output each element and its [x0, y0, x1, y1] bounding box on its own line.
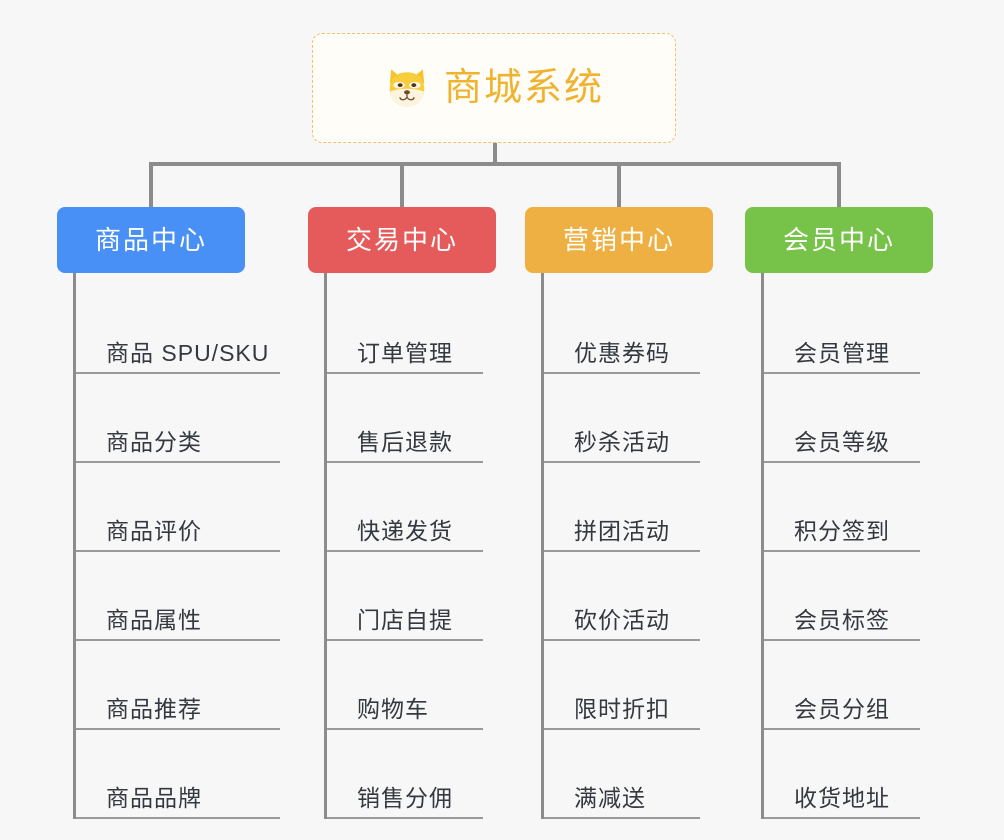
leaf-item[interactable]: 快递发货	[327, 463, 483, 552]
leaf-label: 商品推荐	[106, 696, 202, 722]
leaf-label: 满减送	[574, 785, 646, 811]
branch-marketing-center: 营销中心 优惠券码 秒杀活动 拼团活动 砍价活动 限时折扣 满减送	[525, 207, 713, 819]
leaf-label: 售后退款	[357, 429, 453, 455]
leaf-label: 会员分组	[794, 696, 890, 722]
leaf-item[interactable]: 会员标签	[764, 552, 920, 641]
leaf-item[interactable]: 商品评价	[76, 463, 280, 552]
leaf-item[interactable]: 购物车	[327, 641, 483, 730]
leaf-item[interactable]: 砍价活动	[544, 552, 700, 641]
leaf-label: 商品评价	[106, 518, 202, 544]
branch-product-center: 商品中心 商品 SPU/SKU 商品分类 商品评价 商品属性 商品推荐 商品品牌	[57, 207, 280, 819]
leaf-label: 商品 SPU/SKU	[106, 340, 270, 366]
leaf-label: 会员标签	[794, 607, 890, 633]
leaf-item[interactable]: 门店自提	[327, 552, 483, 641]
connector-drop-product-center	[149, 162, 153, 208]
leaf-label: 购物车	[357, 696, 429, 722]
branch-member-center: 会员中心 会员管理 会员等级 积分签到 会员标签 会员分组 收货地址	[745, 207, 933, 819]
leaf-label: 拼团活动	[574, 518, 670, 544]
category-label: 交易中心	[345, 225, 458, 255]
leaf-item[interactable]: 商品分类	[76, 374, 280, 463]
connector-root-stem	[493, 143, 497, 165]
leaf-list-marketing-center: 优惠券码 秒杀活动 拼团活动 砍价活动 限时折扣 满减送	[541, 273, 713, 819]
leaf-label: 商品属性	[106, 607, 202, 633]
leaf-label: 砍价活动	[574, 607, 670, 633]
category-header-product-center[interactable]: 商品中心	[57, 207, 245, 273]
leaf-label: 订单管理	[357, 340, 453, 366]
leaf-label: 销售分佣	[357, 785, 453, 811]
leaf-label: 优惠券码	[574, 340, 670, 366]
leaf-item[interactable]: 秒杀活动	[544, 374, 700, 463]
leaf-item[interactable]: 会员管理	[764, 285, 920, 374]
leaf-item[interactable]: 拼团活动	[544, 463, 700, 552]
connector-drop-member-center	[837, 162, 841, 208]
leaf-item[interactable]: 满减送	[544, 730, 700, 819]
leaf-label: 限时折扣	[574, 696, 670, 722]
category-label: 商品中心	[94, 225, 207, 255]
connector-drop-marketing-center	[617, 162, 621, 208]
category-label: 营销中心	[562, 225, 675, 255]
leaf-item[interactable]: 商品品牌	[76, 730, 280, 819]
leaf-label: 商品分类	[106, 429, 202, 455]
leaf-label: 门店自提	[357, 607, 453, 633]
shiba-dog-face-icon	[389, 69, 425, 107]
leaf-label: 会员管理	[794, 340, 890, 366]
leaf-list-trade-center: 订单管理 售后退款 快递发货 门店自提 购物车 销售分佣	[324, 273, 496, 819]
leaf-item[interactable]: 订单管理	[327, 285, 483, 374]
leaf-label: 快递发货	[357, 518, 453, 544]
root-node[interactable]: 商城系统	[312, 33, 676, 143]
connector-horizontal-bus	[149, 162, 841, 166]
category-label: 会员中心	[782, 225, 895, 255]
category-header-member-center[interactable]: 会员中心	[745, 207, 933, 273]
leaf-label: 积分签到	[794, 518, 890, 544]
leaf-list-member-center: 会员管理 会员等级 积分签到 会员标签 会员分组 收货地址	[761, 273, 933, 819]
leaf-item[interactable]: 商品推荐	[76, 641, 280, 730]
leaf-item[interactable]: 商品 SPU/SKU	[76, 285, 280, 374]
leaf-item[interactable]: 积分签到	[764, 463, 920, 552]
category-header-trade-center[interactable]: 交易中心	[308, 207, 496, 273]
branch-trade-center: 交易中心 订单管理 售后退款 快递发货 门店自提 购物车 销售分佣	[308, 207, 496, 819]
leaf-item[interactable]: 会员分组	[764, 641, 920, 730]
leaf-item[interactable]: 限时折扣	[544, 641, 700, 730]
root-title: 商城系统	[443, 67, 604, 109]
category-header-marketing-center[interactable]: 营销中心	[525, 207, 713, 273]
connector-drop-trade-center	[400, 162, 404, 208]
leaf-item[interactable]: 会员等级	[764, 374, 920, 463]
leaf-list-product-center: 商品 SPU/SKU 商品分类 商品评价 商品属性 商品推荐 商品品牌	[73, 273, 280, 819]
leaf-label: 商品品牌	[106, 785, 202, 811]
leaf-label: 会员等级	[794, 429, 890, 455]
leaf-item[interactable]: 收货地址	[764, 730, 920, 819]
leaf-item[interactable]: 售后退款	[327, 374, 483, 463]
leaf-label: 收货地址	[794, 785, 890, 811]
leaf-item[interactable]: 优惠券码	[544, 285, 700, 374]
leaf-item[interactable]: 销售分佣	[327, 730, 483, 819]
leaf-item[interactable]: 商品属性	[76, 552, 280, 641]
leaf-label: 秒杀活动	[574, 429, 670, 455]
